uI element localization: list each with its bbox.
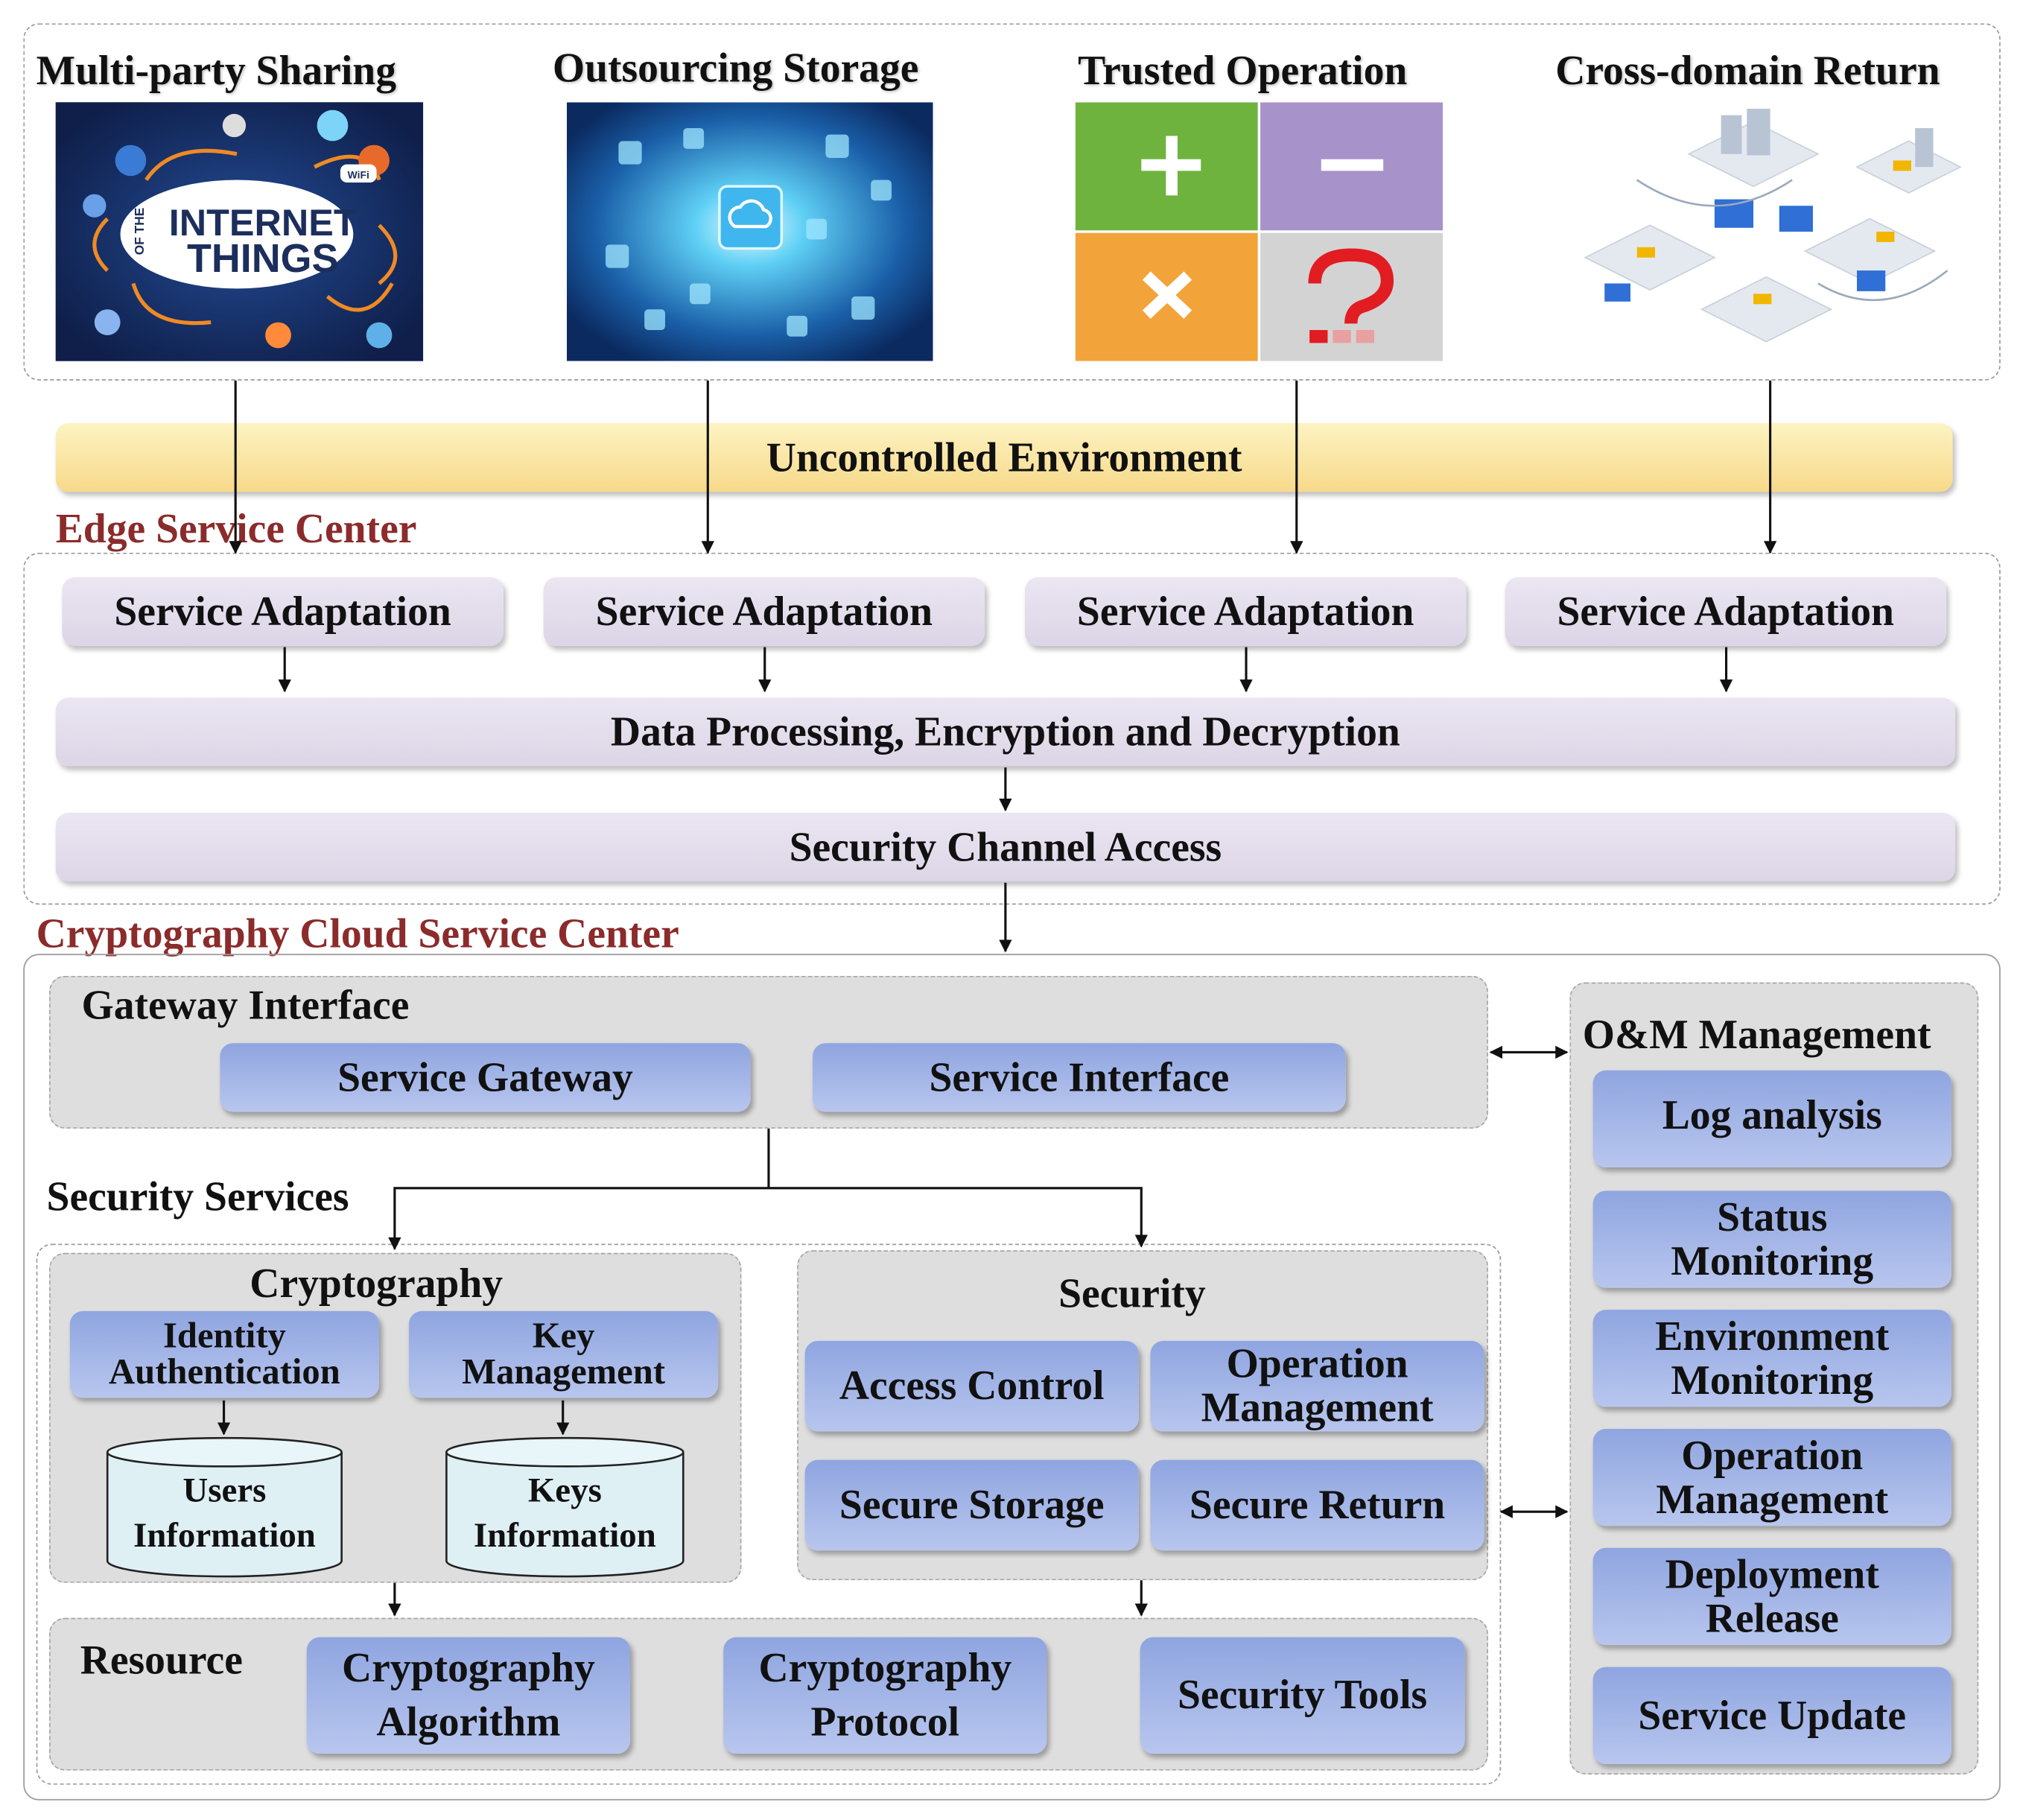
om-op-line-2: Management (1656, 1474, 1889, 1522)
application-scenarios-frame (23, 23, 2001, 381)
arrow-to-cryptography (388, 1187, 769, 1251)
cloud-service-center-title: Cryptography Cloud Service Center (36, 910, 679, 957)
service-adaptation-2: Service Adaptation (543, 577, 985, 646)
cryptography-algorithm-box: Cryptography Algorithm (306, 1637, 631, 1754)
panel-title-trusted-operation: Trusted Operation (1078, 46, 1408, 94)
crypto-proto-line-1: Cryptography (758, 1644, 1012, 1691)
security-channel-access-bar: Security Channel Access (55, 813, 1956, 882)
om-management-label: O&M Management (1582, 1010, 1931, 1058)
gateway-interface-label: Gateway Interface (81, 980, 410, 1028)
crypto-proto-line-2: Protocol (810, 1698, 960, 1745)
panel-title-outsourcing-storage: Outsourcing Storage (552, 44, 919, 91)
opmgmt-line-1: Operation (1226, 1339, 1408, 1387)
key-management-box: Key Management (408, 1310, 719, 1398)
cryptography-protocol-box: Cryptography Protocol (723, 1637, 1047, 1754)
outsourcing-storage-image (566, 102, 933, 361)
security-tools-box: Security Tools (1140, 1637, 1465, 1754)
service-adaptation-1: Service Adaptation (62, 577, 504, 646)
trusted-operation-image (1075, 102, 1443, 361)
internet-of-things-image: INTERNET THINGS OF THE WiFi (55, 102, 424, 361)
dep-line-2: Release (1705, 1594, 1839, 1641)
crypto-alg-line-1: Cryptography (342, 1644, 595, 1691)
arrow-to-security (768, 1187, 1148, 1248)
dep-line-1: Deployment (1665, 1550, 1879, 1597)
iot-line-of-the: OF THE (132, 208, 147, 256)
identity-line-2: Authentication (109, 1351, 340, 1392)
cloud-service-center-frame (23, 954, 2001, 1801)
status-monitoring-box: Status Monitoring (1592, 1190, 1951, 1288)
cross-domain-return-image (1559, 102, 1984, 361)
env-line-1: Environment (1655, 1312, 1890, 1360)
users-information-database: Users Information (106, 1436, 343, 1579)
identity-line-1: Identity (162, 1315, 286, 1356)
cryptography-label: Cryptography (250, 1259, 504, 1306)
service-interface-box: Service Interface (813, 1043, 1346, 1112)
iot-line-things: THINGS (187, 236, 338, 281)
security-services-label: Security Services (46, 1172, 349, 1220)
data-processing-bar: Data Processing, Encryption and Decrypti… (55, 697, 1956, 767)
uncontrolled-environment-bar: Uncontrolled Environment (55, 423, 1953, 492)
environment-monitoring-box: Environment Monitoring (1592, 1310, 1951, 1407)
access-control-box: Access Control (804, 1340, 1139, 1432)
iot-line-internet: INTERNET (169, 201, 357, 244)
keys-line-2: Information (473, 1515, 656, 1555)
status-line-1: Status (1717, 1193, 1828, 1240)
service-update-box: Service Update (1592, 1667, 1951, 1764)
secure-return-box: Secure Return (1150, 1459, 1484, 1551)
service-adaptation-4: Service Adaptation (1505, 577, 1946, 646)
users-line-2: Information (133, 1515, 316, 1555)
status-line-2: Monitoring (1671, 1236, 1874, 1284)
resource-label: Resource (80, 1635, 243, 1683)
env-line-2: Monitoring (1671, 1355, 1874, 1403)
service-gateway-box: Service Gateway (220, 1043, 751, 1112)
key-line-1: Key (532, 1315, 595, 1356)
key-line-2: Management (462, 1351, 666, 1392)
keys-line-1: Keys (527, 1470, 602, 1509)
om-operation-management-box: Operation Management (1592, 1428, 1951, 1526)
edge-service-center-frame (23, 552, 2001, 905)
keys-information-database: Keys Information (445, 1436, 685, 1579)
security-label: Security (1058, 1269, 1206, 1316)
crypto-alg-line-2: Algorithm (376, 1698, 561, 1745)
service-adaptation-3: Service Adaptation (1024, 577, 1467, 646)
secure-storage-box: Secure Storage (804, 1459, 1139, 1551)
opmgmt-line-2: Management (1201, 1383, 1434, 1430)
identity-authentication-box: Identity Authentication (69, 1310, 380, 1398)
wifi-icon: WiFi (348, 169, 369, 181)
users-line-1: Users (182, 1470, 267, 1509)
log-analysis-box: Log analysis (1592, 1070, 1951, 1168)
panel-title-multi-party-sharing: Multi-party Sharing (36, 46, 397, 94)
operation-management-box: Operation Management (1150, 1339, 1484, 1432)
om-op-line-1: Operation (1681, 1431, 1864, 1478)
panel-title-cross-domain-return: Cross-domain Return (1555, 46, 1940, 94)
deployment-release-box: Deployment Release (1592, 1547, 1951, 1646)
